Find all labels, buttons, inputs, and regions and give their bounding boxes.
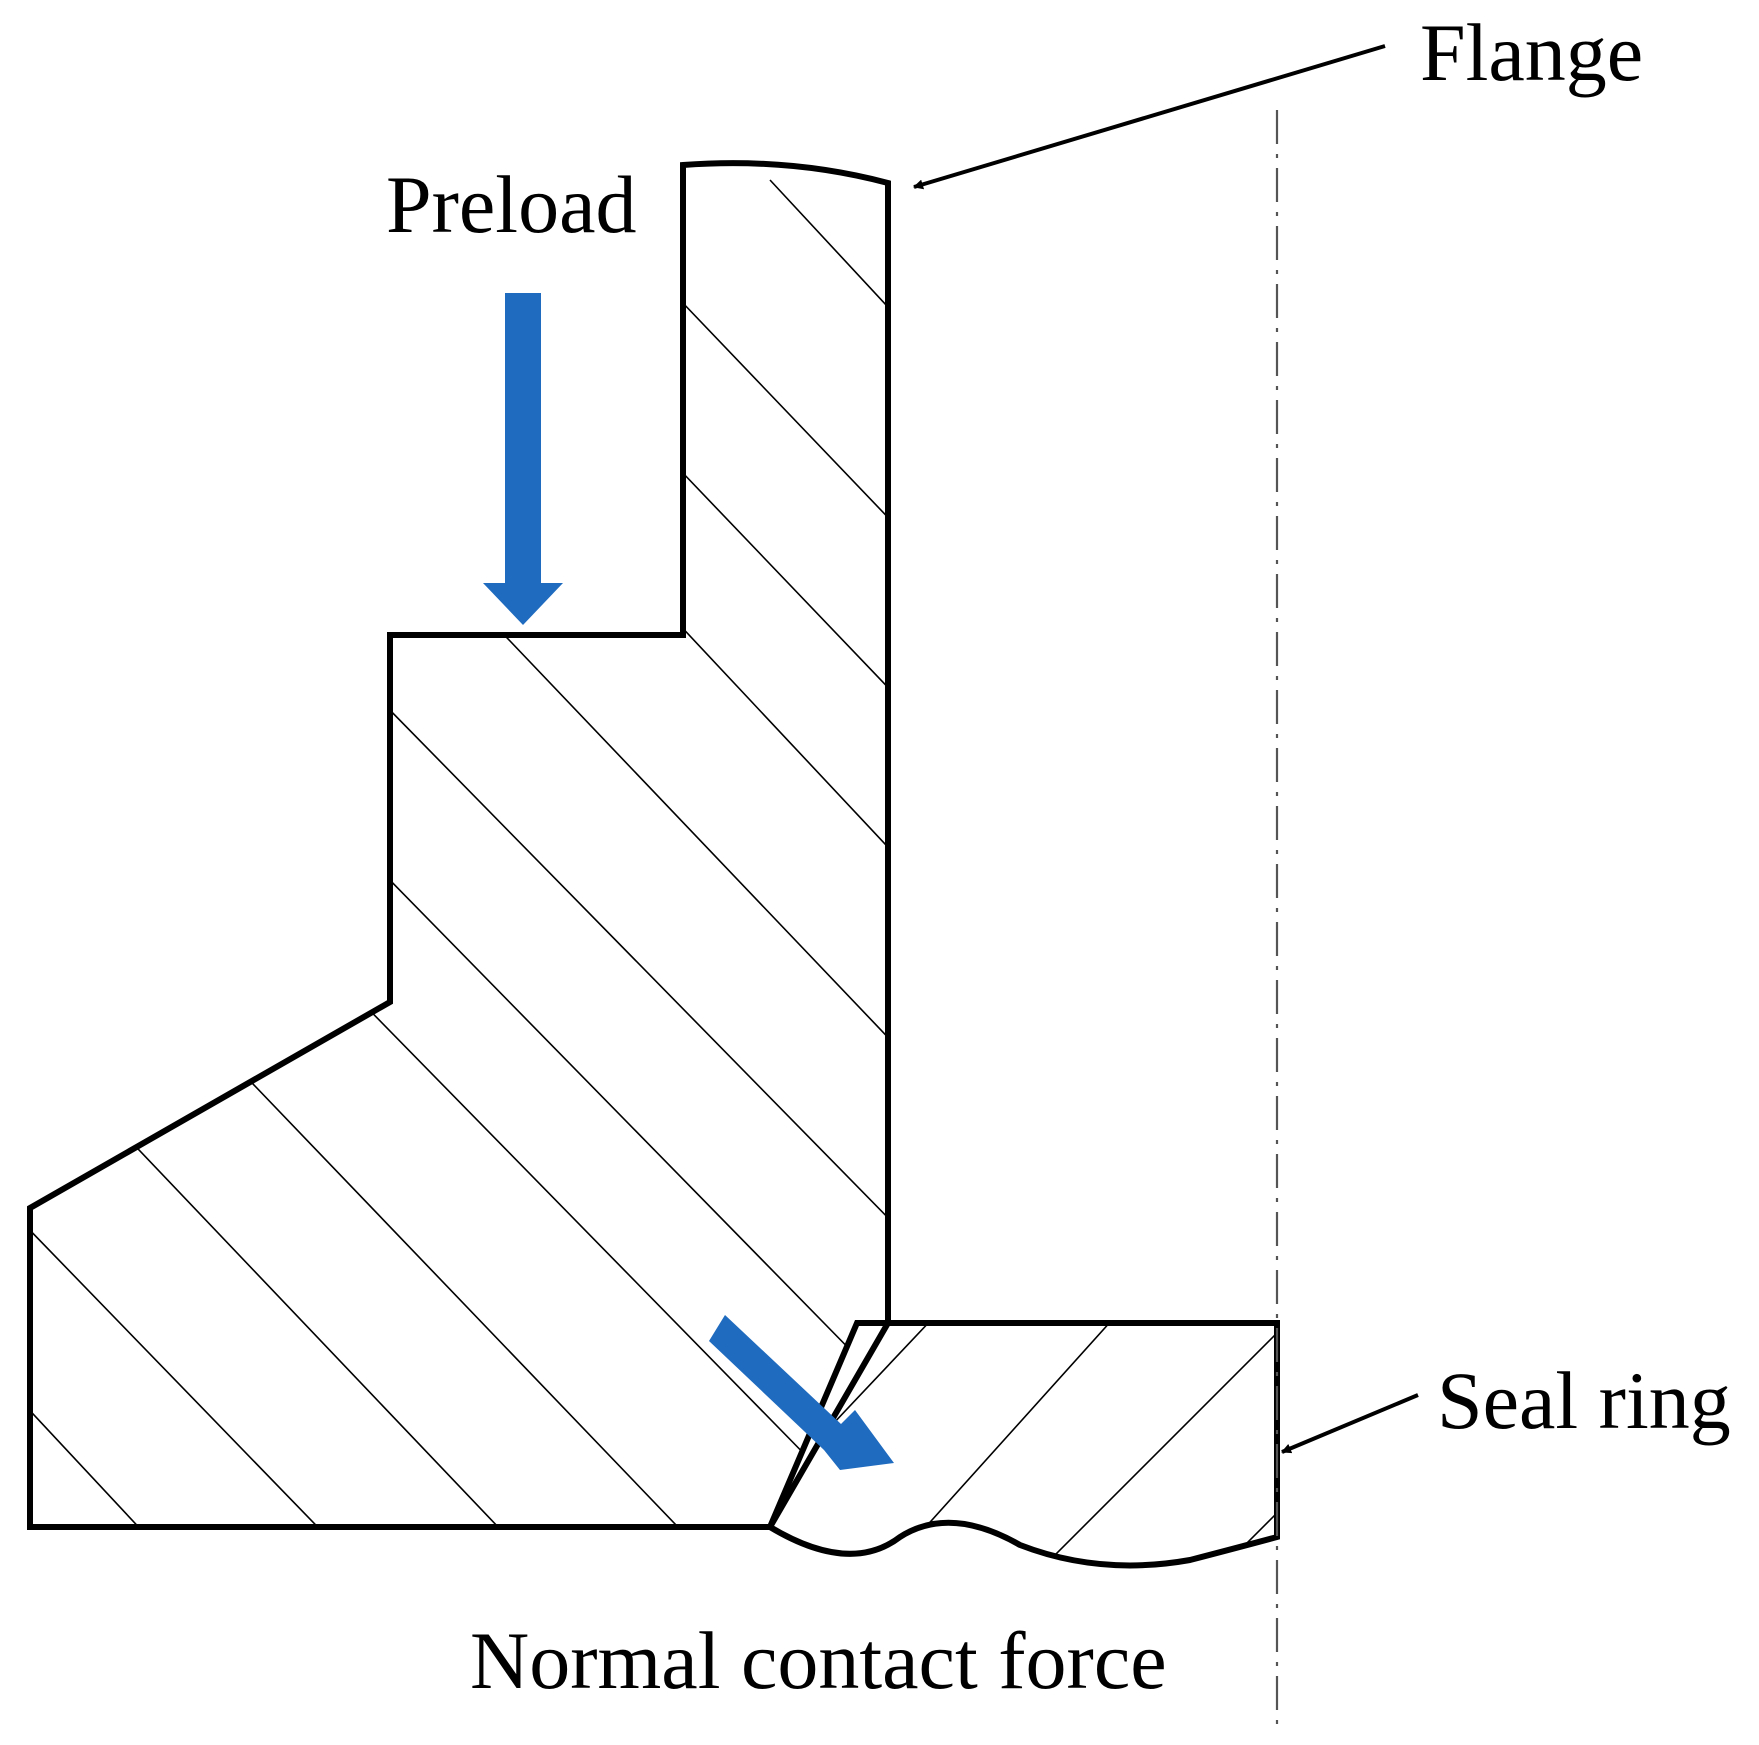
- seal-ring-label: Seal ring: [1437, 1355, 1731, 1446]
- preload-label: Preload: [386, 159, 636, 250]
- seal-ring-outline: [765, 1320, 1280, 1569]
- normal-contact-force-arrow: [709, 1315, 894, 1470]
- flange-leader-arrow: [913, 44, 1386, 190]
- flange-outline: [27, 160, 891, 1530]
- seal-ring-leader-arrow: [1281, 1393, 1419, 1454]
- preload-arrow: [483, 293, 563, 625]
- flange-label: Flange: [1420, 7, 1643, 98]
- normal-contact-force-label: Normal contact force: [470, 1615, 1167, 1706]
- flange-hatching: [30, 179, 888, 1527]
